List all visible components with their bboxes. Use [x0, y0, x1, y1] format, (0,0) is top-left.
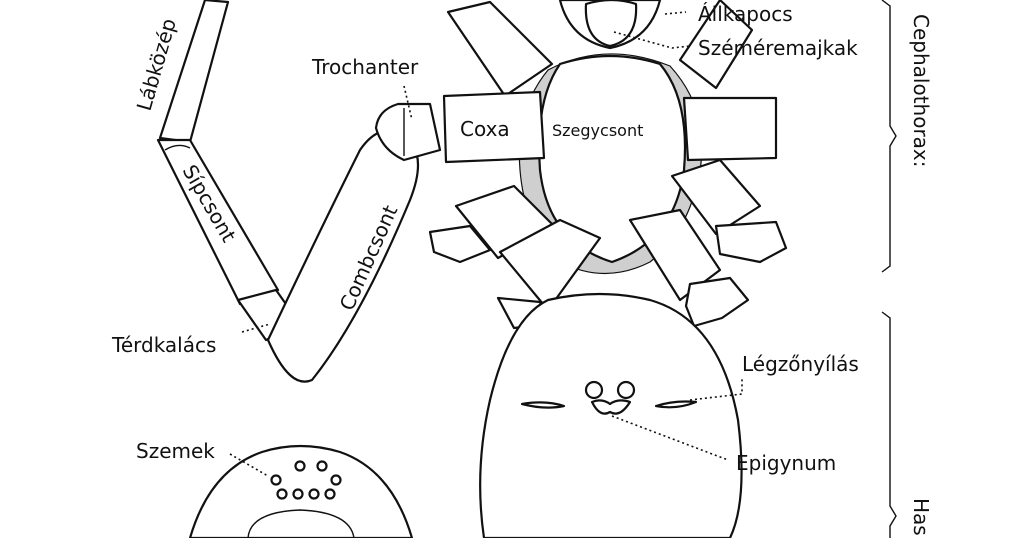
head-drawing — [188, 444, 414, 538]
cephalothorax-bracket — [881, 0, 897, 273]
label-has: Has — [909, 498, 933, 536]
cephalothorax-drawing — [428, 0, 788, 330]
label-szegycsont: Szegycsont — [552, 121, 643, 140]
label-epigynum: Epigynum — [736, 451, 836, 475]
label-coxa: Coxa — [460, 117, 510, 141]
abdomen-drawing — [479, 292, 743, 538]
label-terdkalacs: Térdkalács — [111, 333, 216, 357]
eye-cluster — [270, 460, 342, 500]
label-legzonyilas: Légzőnyílás — [742, 352, 859, 376]
label-allkapocs: Állkapocs — [698, 2, 793, 26]
label-szemek: Szemek — [136, 439, 215, 463]
leader-allkapocs — [664, 11, 687, 15]
label-cephalothorax: Cephalothorax: — [909, 14, 933, 168]
leader-szemek — [229, 453, 269, 477]
leader-trochanter — [403, 85, 413, 121]
label-trochanter: Trochanter — [311, 55, 419, 79]
leg-drawing — [156, 0, 442, 383]
leader-szeremajkak — [613, 31, 691, 49]
label-szeremajkak: Széméremajkak — [698, 36, 858, 60]
abdomen-bracket — [881, 311, 897, 538]
leader-epigynum — [611, 415, 729, 461]
